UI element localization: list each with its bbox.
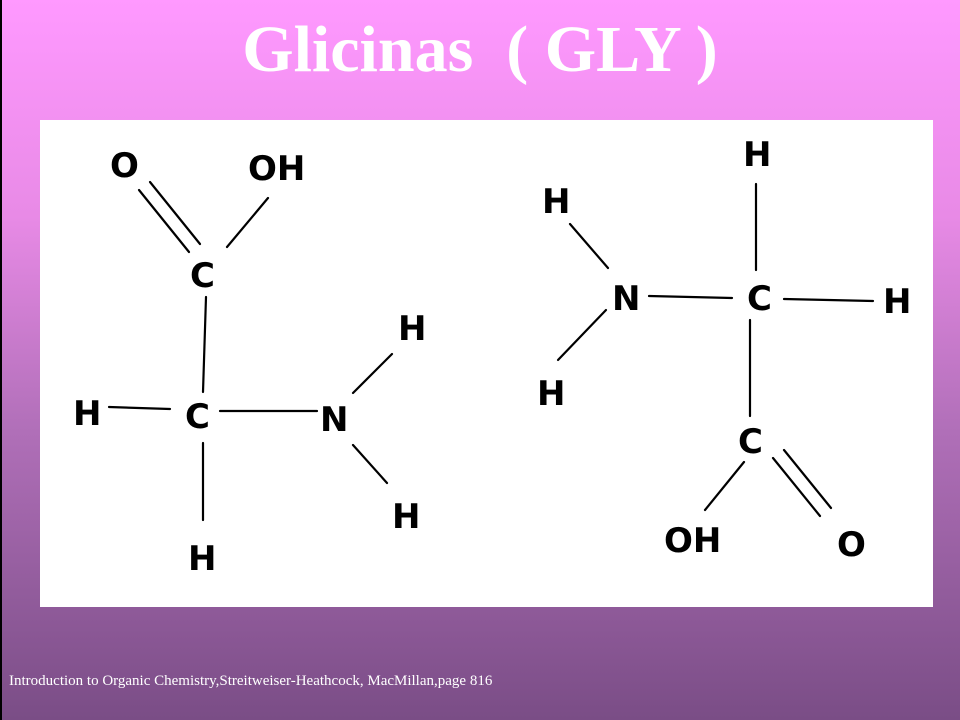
atom-right-n: N [612,279,640,319]
structure-left: O OH C C H H N H H [73,146,426,579]
atom-left-oh: OH [248,149,305,189]
bond-right-n-h-top [568,222,610,270]
atom-left-h-bottom: H [188,539,216,579]
atom-right-h-n-top: H [542,182,570,222]
glycine-structures-diagram: O OH C C H H N H H H H N C H [73,135,911,579]
bond-right-n-h-bottom [556,308,608,362]
bond-right-c-oh [703,460,746,512]
bond-left-c-c [201,295,208,394]
atom-left-h-left: H [73,394,101,434]
atom-right-h-right: H [883,282,911,322]
atom-right-h-n-bottom: H [537,374,565,414]
atom-left-h-n-bottom: H [392,497,420,537]
bond-right-c-h-right [782,297,875,303]
bond-left-co-double-b [148,180,202,246]
bond-left-c-oh [225,196,270,249]
bond-right-n-c [647,294,734,300]
bond-right-co-double-a [771,456,822,518]
slide-left-border [0,0,2,720]
atom-right-o: O [837,525,866,565]
atom-left-h-n-top: H [398,309,426,349]
atom-right-oh: OH [664,521,721,561]
bond-right-co-double-b [782,448,833,510]
atom-left-c-carboxyl: C [190,256,215,296]
bond-left-c-h [107,405,172,411]
atom-left-n: N [320,400,348,440]
structure-right: H H N C H H C OH O [537,135,911,565]
atom-left-o: O [110,146,139,186]
bond-left-co-double-a [137,188,191,254]
bond-left-n-h-top [351,352,394,395]
slide-title: Glicinas ( GLY ) [242,13,718,86]
bond-left-n-h-bottom [351,443,389,485]
atom-right-c-alpha: C [747,279,772,319]
atom-right-c-carboxyl: C [738,422,763,462]
atom-right-h-top: H [743,135,771,175]
citation-text: Introduction to Organic Chemistry,Streit… [9,673,493,689]
atom-left-c-alpha: C [185,397,210,437]
diagram-panel: O OH C C H H N H H H H N C H [40,120,933,607]
